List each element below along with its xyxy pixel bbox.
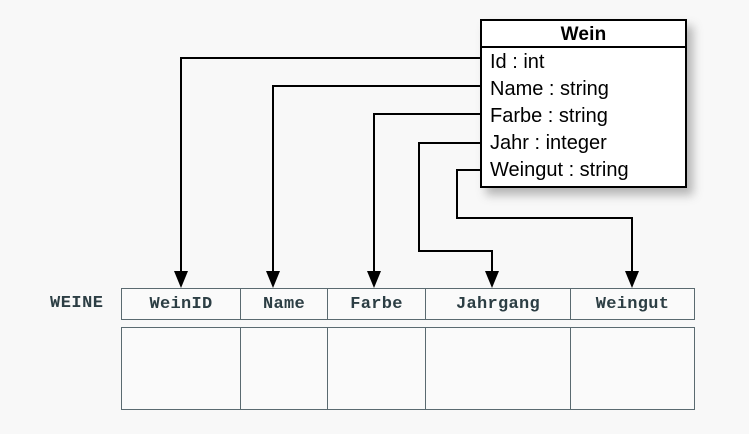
table-cell-jahrgang [425, 327, 570, 410]
table-cell-weinid [121, 327, 240, 410]
arrowhead-icon [367, 271, 381, 288]
uml-attribute-farbe: Farbe : string [490, 105, 608, 127]
connector-farbe-to-farbe [367, 113, 480, 288]
column-header-weinid: WeinID [121, 288, 240, 320]
uml-attribute-list: Id : int Name : string Farbe : string Ja… [482, 48, 685, 184]
uml-attribute-jahr: Jahr : integer [490, 132, 607, 154]
connector-line [272, 85, 480, 272]
connector-name-to-name [266, 85, 480, 288]
table-cell-weingut [570, 327, 695, 410]
arrowhead-icon [266, 271, 280, 288]
connector-line [180, 57, 480, 272]
table-row [121, 327, 695, 410]
connector-line [373, 113, 480, 272]
uml-attribute-name: Name : string [490, 78, 609, 100]
column-header-weingut: Weingut [570, 288, 695, 320]
column-header-farbe: Farbe [327, 288, 425, 320]
table-cell-name [240, 327, 327, 410]
uml-class-name: Wein [482, 21, 685, 48]
connector-weingut-to-weingut [456, 169, 639, 288]
connector-line [456, 169, 633, 272]
column-header-jahrgang: Jahrgang [425, 288, 570, 320]
uml-attribute-id: Id : int [490, 51, 545, 73]
connector-line [418, 142, 493, 272]
arrowhead-icon [625, 271, 639, 288]
table-cell-farbe [327, 327, 425, 410]
column-header-name: Name [240, 288, 327, 320]
arrowhead-icon [174, 271, 188, 288]
uml-attribute-weingut: Weingut : string [490, 159, 629, 181]
connector-jahr-to-jahrgang [418, 142, 499, 288]
relation-header-row: WeinID Name Farbe Jahrgang Weingut [121, 288, 695, 320]
connector-id-to-weinid [174, 57, 480, 288]
uml-class-box[interactable]: Wein Id : int Name : string Farbe : stri… [480, 19, 687, 188]
relation-name-label: WEINE [50, 294, 104, 313]
arrowhead-icon [485, 271, 499, 288]
